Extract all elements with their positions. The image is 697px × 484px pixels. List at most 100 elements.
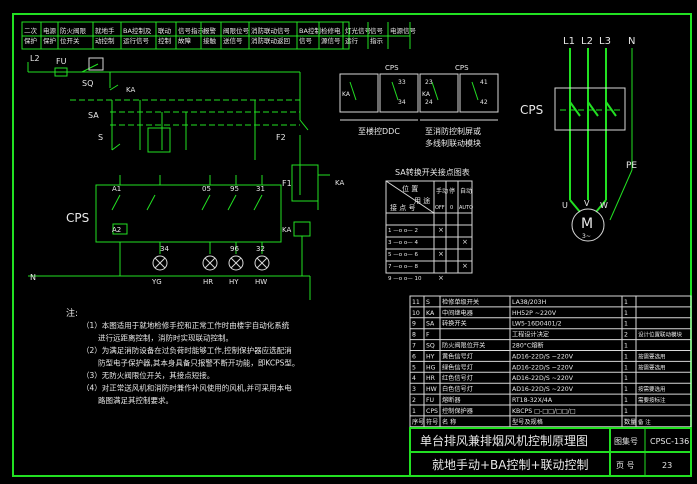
bom-cell-4-0: 7 bbox=[412, 343, 416, 350]
bom-cell-0-3: LA38/203H bbox=[512, 299, 547, 306]
note-line-6: 路图满足其控制要求。 bbox=[98, 395, 173, 405]
drawing-frame bbox=[12, 13, 692, 477]
header-cell-12: 运行 bbox=[345, 36, 359, 45]
notes-lines: （1）本图适用于就地检修手控和正常工作时由楼宇自动化系统进行远距离控制，消防时实… bbox=[82, 320, 299, 405]
header-cell-14: 电源信号 bbox=[390, 26, 417, 35]
motor-l2: L2 bbox=[581, 36, 593, 47]
bom-cell-11-1: 符号 bbox=[426, 418, 438, 426]
bom-cell-0-1: S bbox=[426, 299, 430, 306]
label-n: N bbox=[30, 273, 36, 282]
bom-cell-6-4: 1 bbox=[624, 364, 628, 371]
header-cell-2: 防火阀限 bbox=[60, 26, 87, 35]
label-hw: HW bbox=[255, 278, 267, 286]
sa-col2-0: OFF bbox=[435, 205, 445, 211]
ddc-note-2: 至消防控制屏或 bbox=[425, 126, 481, 136]
bom-cell-6-2: 绿色信号灯 bbox=[442, 363, 473, 371]
bom-cell-9-4: 1 bbox=[624, 397, 628, 404]
header-cell-10: BA控制 bbox=[299, 26, 321, 35]
note-line-4: （3）无防火阀限位开关，其接点短接。 bbox=[82, 370, 214, 380]
sa-row-0: 1 —o o— 2 bbox=[388, 228, 418, 234]
sa-table bbox=[385, 180, 473, 274]
bom-cell-11-3: 型号及规格 bbox=[512, 418, 544, 426]
bom-cell-11-2: 名 称 bbox=[442, 418, 456, 426]
motor-n: N bbox=[628, 36, 635, 47]
bom-cell-6-5: 按需要选用 bbox=[638, 363, 666, 371]
label-ka-coil: KA bbox=[282, 226, 291, 234]
bom-cell-5-0: 6 bbox=[412, 353, 416, 360]
label-cps-ctrl: CPS bbox=[66, 211, 89, 225]
bom-cell-1-3: HH52P ~220V bbox=[512, 310, 557, 317]
motor-3ph: 3~ bbox=[582, 233, 591, 240]
bom-cell-2-2: 转换开关 bbox=[442, 320, 467, 328]
control-circuit bbox=[27, 57, 330, 300]
ddc-ka-b: KA bbox=[422, 91, 431, 98]
sa-mark-2: × bbox=[438, 250, 444, 258]
bom-cell-3-4: 2 bbox=[624, 332, 628, 339]
sa-row-1: 3 —o o— 4 bbox=[388, 240, 418, 246]
sa-mark-3: × bbox=[462, 262, 468, 270]
bom-cell-7-0: 4 bbox=[412, 375, 416, 382]
bom-cell-10-0: 1 bbox=[412, 408, 416, 415]
header-cell-9: 消防联动返回 bbox=[251, 36, 290, 45]
motor-l3: L3 bbox=[599, 36, 611, 47]
label-hy: HY bbox=[229, 278, 239, 286]
bom-cell-9-1: FU bbox=[426, 397, 434, 404]
motor-u: U bbox=[562, 201, 568, 210]
header-cell-0: 保护 bbox=[24, 36, 37, 45]
sa-h2: 用 途 bbox=[414, 196, 430, 205]
bom-cell-8-3: AD16-22D/S ~220V bbox=[512, 386, 574, 393]
motor-m: M bbox=[581, 216, 593, 232]
header-cell-0: 二次 bbox=[24, 26, 38, 35]
bom-cell-3-3: 工程设计决定 bbox=[512, 331, 549, 339]
header-cells: 二次保护电源保护防火阀限位开关就地手动控制BA控制及运行信号联动控制信号指示故障… bbox=[21, 22, 417, 49]
ddc-contacts bbox=[339, 73, 499, 121]
bom-cell-3-5: 设计位置联动模块 bbox=[638, 331, 683, 339]
title-block bbox=[409, 427, 692, 477]
ddc-n33: 33 bbox=[398, 79, 406, 86]
bom-cell-10-2: 控制保护器 bbox=[442, 407, 474, 415]
header-cell-11: 检修电 bbox=[321, 26, 341, 35]
bom-cell-4-3: 280°C熔断 bbox=[512, 342, 544, 350]
header-cell-9: 消防联动信号 bbox=[251, 26, 291, 35]
lamp-yg bbox=[152, 255, 168, 271]
label-32: 32 bbox=[256, 245, 265, 253]
lamp-hw bbox=[254, 255, 270, 271]
label-f1: F1 bbox=[282, 179, 292, 188]
bom-cell-8-4: 1 bbox=[624, 386, 628, 393]
note-line-3: 防型电子保护器,其本身具备只报警不断开功能，即KCPS型。 bbox=[98, 358, 299, 368]
note-line-2: （2）为满足消防设备在过负荷时能够工作,控制保护器应选配消 bbox=[82, 345, 292, 355]
bom-cell-4-1: SQ bbox=[426, 343, 435, 350]
bom-cell-8-2: 白色信号灯 bbox=[442, 385, 473, 393]
bom-cell-4-2: 防火阀限位开关 bbox=[442, 342, 485, 350]
header-cell-13: 信号 bbox=[370, 26, 384, 35]
ddc-note-1: 至楼控DDC bbox=[358, 126, 400, 136]
sa-mark-0: × bbox=[438, 226, 444, 234]
bom-cell-6-0: 5 bbox=[412, 364, 416, 371]
bom-cell-1-2: 中间继电器 bbox=[442, 309, 474, 317]
label-95: 95 bbox=[230, 185, 239, 193]
title-sheet-no: CPSC-136 bbox=[650, 437, 689, 446]
title-page-no: 23 bbox=[662, 461, 672, 470]
bom-cell-1-4: 1 bbox=[624, 310, 628, 317]
title-sheet-label: 图集号 bbox=[614, 436, 638, 446]
ddc-n23: 23 bbox=[425, 79, 433, 86]
note-line-1: 进行远距离控制，消防时实现联动控制。 bbox=[98, 333, 233, 343]
header-cell-1: 电源 bbox=[43, 26, 57, 35]
header-cell-11: 源信号 bbox=[321, 36, 341, 45]
sa-row-3: 7 —o o— 8 bbox=[388, 264, 418, 270]
bom-cell-7-1: HR bbox=[426, 375, 436, 382]
header-cell-3: 就地手 bbox=[95, 26, 115, 35]
bom-cell-2-0: 9 bbox=[412, 321, 416, 328]
bom-cell-5-3: AD16-22D/S ~220V bbox=[512, 353, 574, 360]
lamp-hr bbox=[202, 255, 218, 271]
bom-cell-9-0: 2 bbox=[412, 397, 416, 404]
motor-symbol bbox=[571, 208, 605, 242]
motor-w: W bbox=[600, 201, 608, 210]
label-05: 05 bbox=[202, 185, 211, 193]
label-s: S bbox=[98, 133, 103, 142]
bom-cell-9-2: 熔断器 bbox=[442, 396, 461, 404]
bom-cell-10-1: CPS bbox=[426, 408, 438, 415]
title-sub: 就地手动+BA控制+联动控制 bbox=[432, 458, 589, 472]
